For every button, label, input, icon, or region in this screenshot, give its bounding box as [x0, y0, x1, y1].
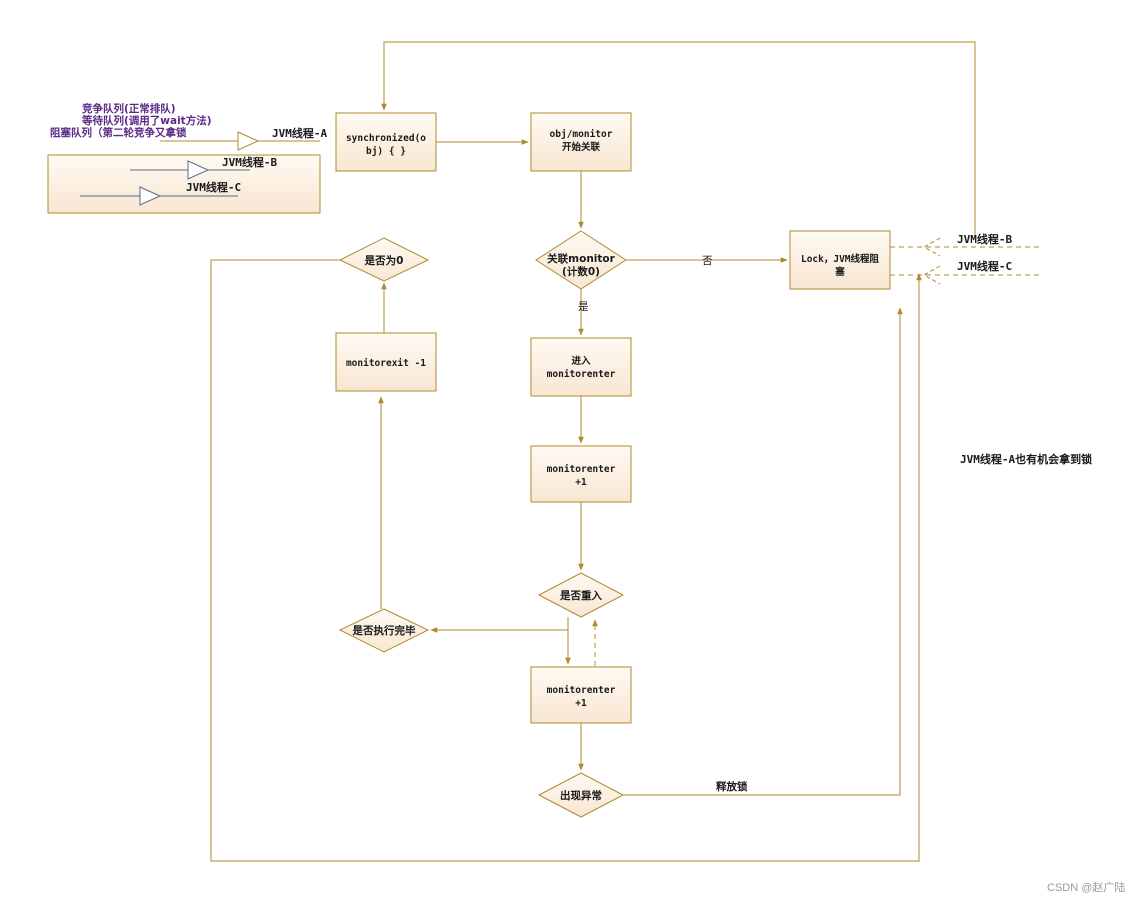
- enter-plus1-line1: monitorenter: [547, 464, 616, 475]
- lock-line1: Lock，JVM线程阻: [801, 253, 880, 265]
- right-threads: JVM线程-B JVM线程-C: [890, 232, 1040, 285]
- arrow-zero-to-lock: [210, 259, 922, 862]
- enter-node: 进入 monitorenter: [530, 337, 632, 397]
- obj-monitor-line1: obj/monitor: [550, 129, 613, 140]
- sync-node-line1: synchronized(o: [346, 133, 426, 144]
- lock-block-node: Lock，JVM线程阻 塞: [789, 230, 891, 290]
- assoc-line2: (计数0): [562, 265, 600, 278]
- reentrant-decision: 是否重入: [537, 572, 625, 618]
- enter-plus1-node: monitorenter +1: [530, 445, 632, 503]
- exception-decision: 出现异常: [537, 772, 625, 818]
- exec-done-decision: 是否执行完毕: [338, 608, 430, 653]
- exec-done-label: 是否执行完毕: [352, 624, 416, 637]
- queue-legend: 竞争队列(正常排队) 等待队列(调用了wait方法) 阻塞队列（第二轮竞争又拿锁: [50, 102, 212, 139]
- obj-monitor-line2: 开始关联: [562, 141, 601, 153]
- queue-waiting-label: 等待队列(调用了wait方法): [81, 114, 212, 127]
- assoc-monitor-decision: 关联monitor (计数0): [535, 230, 627, 290]
- side-note: JVM线程-A也有机会拿到锁: [960, 452, 1092, 466]
- queue-blocked-label: 阻塞队列（第二轮竞争又拿锁: [50, 126, 187, 139]
- loop-back-arrow: [381, 41, 976, 237]
- enter-line2: monitorenter: [547, 369, 616, 380]
- thread-c-right-label: JVM线程-C: [957, 259, 1012, 273]
- enter-line1: 进入: [571, 355, 591, 367]
- monitorexit-node: monitorexit -1: [335, 332, 437, 392]
- exception-label: 出现异常: [560, 789, 602, 802]
- enter-plus1b-line2: +1: [575, 698, 587, 709]
- monitorexit-label: monitorexit -1: [346, 358, 426, 369]
- watermark: CSDN @赵广陆: [1047, 880, 1125, 894]
- thread-a-label: JVM线程-A: [272, 126, 327, 140]
- blocked-queue-box: JVM线程-B JVM线程-C: [47, 154, 321, 214]
- reentrant-label: 是否重入: [559, 589, 602, 602]
- is-zero-decision: 是否为0: [338, 237, 430, 282]
- edge-yes-label: 是: [578, 301, 589, 313]
- obj-monitor-node: obj/monitor 开始关联: [530, 112, 632, 172]
- lock-line2: 塞: [834, 266, 845, 278]
- sync-node-line2: bj) { }: [366, 146, 406, 157]
- thread-c-label: JVM线程-C: [186, 180, 241, 194]
- arrow-release-lock: [623, 307, 903, 796]
- enter-plus1b-line1: monitorenter: [547, 685, 616, 696]
- edge-no-label: 否: [702, 255, 713, 267]
- queue-competitive-label: 竞争队列(正常排队): [82, 102, 176, 115]
- thread-b-right-label: JVM线程-B: [957, 232, 1012, 246]
- enter-plus1-line2: +1: [575, 477, 587, 488]
- thread-a-arrow: JVM线程-A: [160, 126, 327, 151]
- is-zero-label: 是否为0: [364, 254, 404, 267]
- assoc-line1: 关联monitor: [547, 252, 615, 265]
- thread-b-label: JVM线程-B: [222, 155, 277, 169]
- sync-node: synchronized(o bj) { }: [335, 112, 437, 172]
- enter-plus1b-node: monitorenter +1: [530, 666, 632, 724]
- edge-release-label: 释放锁: [716, 780, 748, 793]
